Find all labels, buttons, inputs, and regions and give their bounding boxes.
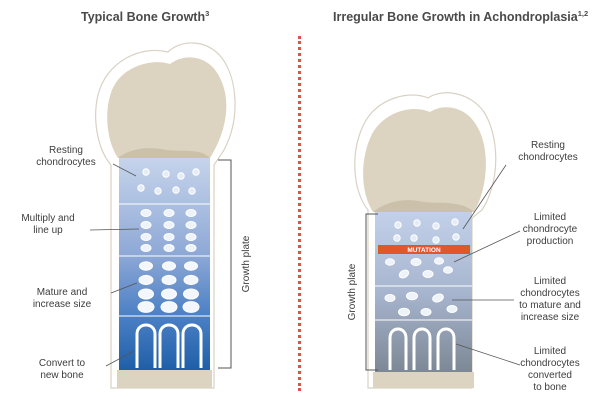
label-line: Multiply and <box>6 213 90 225</box>
label-line: Resting <box>16 145 116 157</box>
right-label-limited-converted: Limited chondrocytes converted to bone <box>500 346 600 394</box>
label-line: chondrocytes <box>498 152 598 164</box>
label-line: Limited <box>500 212 600 224</box>
label-line: to bone <box>500 382 600 394</box>
label-line: converted <box>500 370 600 382</box>
left-growth-plate-label: Growth plate <box>241 235 252 292</box>
right-bone <box>355 93 496 388</box>
label-line: increase size <box>14 299 110 311</box>
label-line: chondrocyte <box>500 224 600 236</box>
label-line: new bone <box>18 370 106 382</box>
right-label-limited-mature: Limited chondrocytes to mature and incre… <box>500 276 600 324</box>
left-label-convert: Convert to new bone <box>18 358 106 382</box>
left-label-resting: Resting chondrocytes <box>16 145 116 169</box>
left-label-mature: Mature and increase size <box>14 287 110 311</box>
label-line: Mature and <box>14 287 110 299</box>
label-line: chondrocytes <box>500 288 600 300</box>
left-label-multiply: Multiply and line up <box>6 213 90 237</box>
right-label-limited-production: Limited chondrocyte production <box>500 212 600 248</box>
mutation-bar: MUTATION <box>378 245 470 254</box>
label-line: Resting <box>498 140 598 152</box>
left-growth-plate-bracket <box>218 160 231 368</box>
right-label-resting: Resting chondrocytes <box>498 140 598 164</box>
label-line: chondrocytes <box>16 157 116 169</box>
mutation-label: MUTATION <box>407 247 441 254</box>
label-line: increase size <box>500 312 600 324</box>
label-line: line up <box>6 225 90 237</box>
label-line: Limited <box>500 346 600 358</box>
label-line: production <box>500 236 600 248</box>
label-line: to mature and <box>500 300 600 312</box>
label-line: Limited <box>500 276 600 288</box>
label-line: Convert to <box>18 358 106 370</box>
right-growth-plate-label: Growth plate <box>347 263 358 320</box>
label-line: chondrocytes <box>500 358 600 370</box>
